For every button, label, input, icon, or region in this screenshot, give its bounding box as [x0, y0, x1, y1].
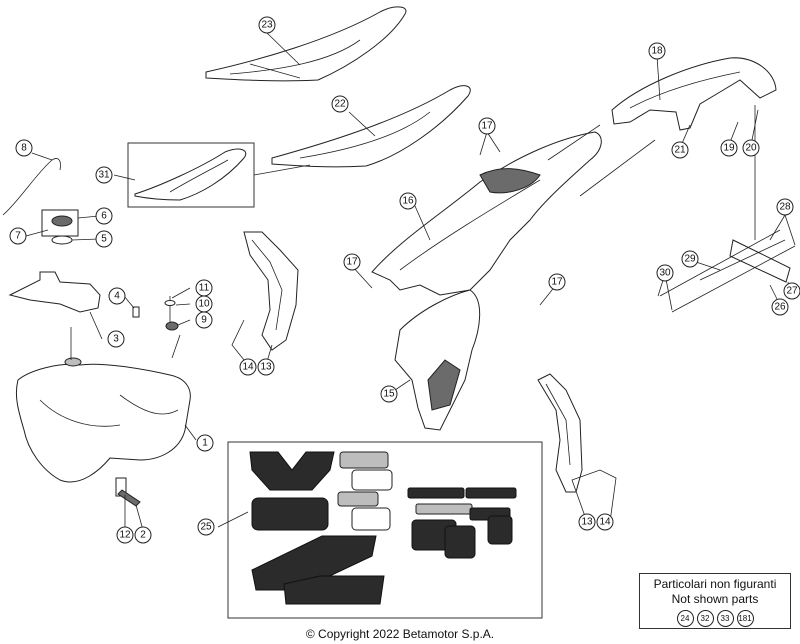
callout-8: 8	[15, 139, 33, 157]
svg-text:8: 8	[21, 143, 27, 154]
svg-text:17: 17	[346, 257, 358, 268]
svg-text:2: 2	[140, 530, 146, 541]
svg-text:17: 17	[551, 277, 563, 288]
svg-text:7: 7	[15, 231, 21, 242]
callout-19: 19	[720, 139, 738, 157]
fastener-set	[132, 296, 179, 331]
svg-text:13: 13	[581, 517, 593, 528]
callout-27: 27	[783, 282, 800, 300]
svg-text:18: 18	[651, 46, 663, 57]
callout-29: 29	[681, 250, 699, 268]
callout-5: 5	[95, 230, 113, 248]
radiator-shroud	[394, 289, 481, 431]
not-shown-number: 24	[676, 610, 694, 627]
callout-18: 18	[648, 42, 666, 60]
callout-17-left: 17	[343, 253, 361, 271]
svg-text:25: 25	[200, 522, 212, 533]
callout-23: 23	[258, 16, 276, 34]
svg-text:21: 21	[674, 145, 686, 156]
callout-3: 3	[107, 330, 125, 348]
svg-text:4: 4	[114, 291, 120, 302]
rear-fender	[611, 57, 777, 131]
right-side-panel	[537, 373, 583, 493]
seat-cover	[134, 148, 247, 201]
callout-30: 30	[656, 264, 674, 282]
svg-text:28: 28	[779, 202, 791, 213]
leader-lines	[25, 32, 796, 531]
svg-text:14: 14	[242, 362, 254, 373]
svg-text:15: 15	[383, 389, 395, 400]
svg-text:29: 29	[684, 254, 696, 265]
svg-text:6: 6	[101, 211, 107, 222]
svg-text:22: 22	[334, 99, 346, 110]
callout-13-right: 13	[578, 513, 596, 531]
callout-22: 22	[331, 95, 349, 113]
not-shown-number: 33	[716, 610, 734, 627]
not-shown-title-it: Particolari non figuranti	[653, 577, 777, 591]
svg-text:14: 14	[599, 517, 611, 528]
svg-text:12: 12	[119, 530, 131, 541]
tank-filler-neck	[64, 357, 82, 367]
svg-text:13: 13	[260, 362, 272, 373]
svg-text:23: 23	[261, 20, 273, 31]
callout-12: 12	[116, 526, 134, 544]
svg-text:16: 16	[402, 196, 414, 207]
callout-25: 25	[197, 518, 215, 536]
callout-4: 4	[108, 287, 126, 305]
not-shown-number: 181	[736, 610, 754, 627]
seat-lower-part	[271, 85, 471, 168]
callout-21: 21	[671, 141, 689, 159]
callout-13-left: 13	[257, 358, 275, 376]
svg-text:26: 26	[774, 302, 786, 313]
svg-text:20: 20	[745, 143, 757, 154]
not-shown-title-en: Not shown parts	[671, 592, 759, 606]
svg-text:31: 31	[98, 170, 110, 181]
decal-kit-box	[227, 441, 543, 619]
tank-bracket	[8, 271, 101, 313]
decal-kit	[249, 451, 517, 605]
fuel-cap	[41, 209, 79, 245]
callout-15: 15	[380, 385, 398, 403]
svg-text:11: 11	[199, 283, 210, 294]
not-shown-number: 32	[696, 610, 714, 627]
fuel-tap	[115, 477, 141, 507]
callout-1: 1	[196, 434, 214, 452]
callout-7: 7	[9, 227, 27, 245]
callout-2: 2	[134, 526, 152, 544]
svg-text:9: 9	[201, 315, 207, 326]
callout-31: 31	[95, 166, 113, 184]
svg-text:27: 27	[786, 286, 798, 297]
callout-14-right: 14	[596, 513, 614, 531]
left-side-panel	[243, 231, 299, 351]
callout-28: 28	[776, 198, 794, 216]
svg-text:17: 17	[481, 121, 493, 132]
callout-26: 26	[771, 298, 789, 316]
callout-9: 9	[195, 311, 213, 329]
fuel-tank	[15, 363, 191, 483]
screw-lines	[659, 105, 796, 313]
copyright-notice: © Copyright 2022 Betamotor S.p.A.	[305, 627, 495, 641]
callout-14-left: 14	[239, 358, 257, 376]
svg-text:5: 5	[101, 234, 107, 245]
callout-20: 20	[742, 139, 760, 157]
callout-17-top: 17	[478, 117, 496, 135]
svg-text:30: 30	[659, 268, 671, 279]
not-shown-numbers: 24 32 33 181	[640, 610, 790, 627]
callout-6: 6	[95, 207, 113, 225]
svg-text:10: 10	[198, 299, 210, 310]
not-shown-parts-box: Particolari non figuranti Not shown part…	[639, 573, 791, 629]
callout-17-right: 17	[548, 273, 566, 291]
callout-10: 10	[195, 295, 213, 313]
svg-text:3: 3	[113, 334, 119, 345]
callout-16: 16	[399, 192, 417, 210]
side-cover	[371, 131, 602, 296]
svg-text:1: 1	[202, 438, 208, 449]
svg-text:19: 19	[723, 143, 735, 154]
callout-11: 11	[195, 279, 213, 297]
seat-upper-part	[205, 6, 407, 82]
fuel-breather-hose	[2, 158, 61, 216]
